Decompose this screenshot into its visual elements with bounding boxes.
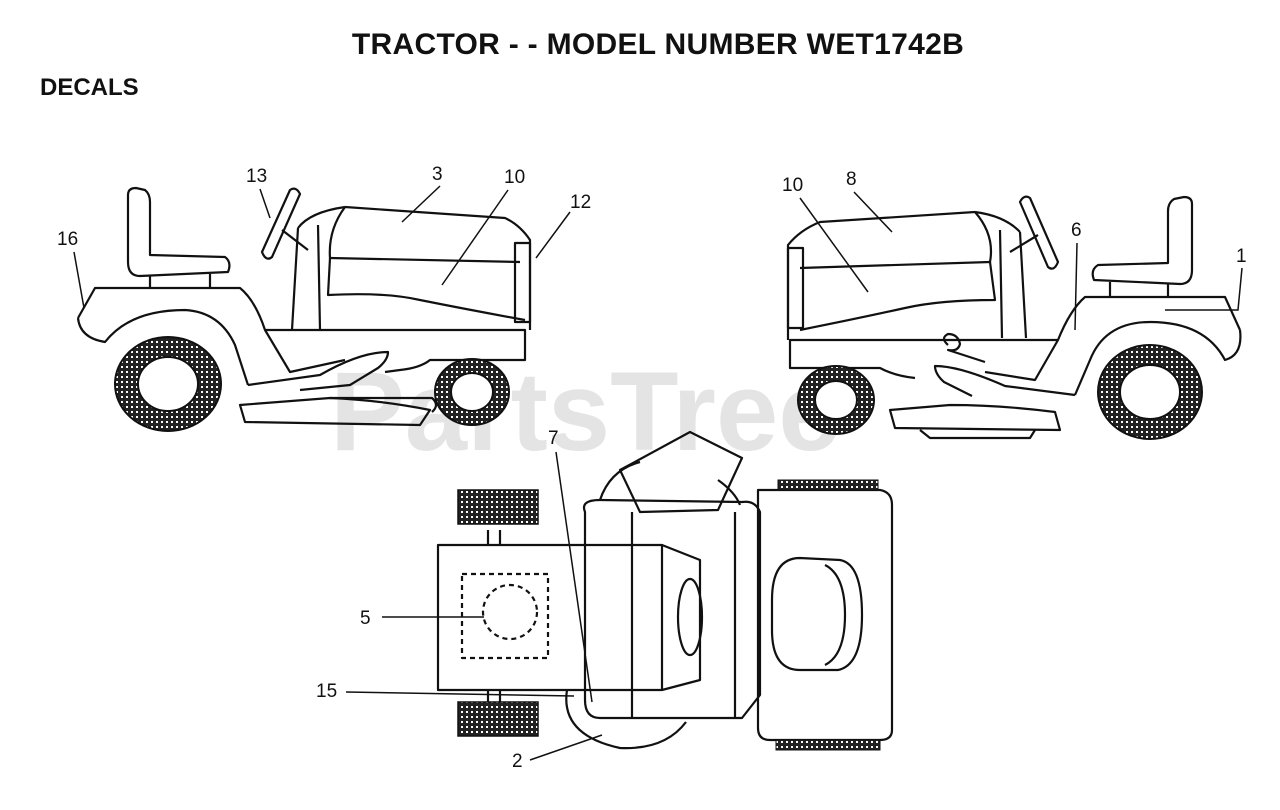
grille	[513, 241, 532, 324]
mower-deck	[888, 403, 1062, 432]
callout-1-right: 1	[1236, 246, 1247, 267]
steering-wheel	[1018, 195, 1060, 270]
dash-panel	[974, 210, 1028, 339]
callout-8-right: 8	[846, 169, 857, 190]
callout-13-left: 13	[246, 166, 267, 187]
callouts-left-view: 16 13 3 10 12	[57, 164, 591, 309]
callout-3-left: 3	[432, 164, 443, 185]
callouts-right-view: 10 8 6 1	[782, 169, 1247, 331]
watermark-text: PartsTree	[330, 349, 841, 474]
rear-body	[582, 498, 762, 720]
callouts-top-view: 7 5 15 2	[316, 428, 603, 772]
dash-top	[618, 430, 744, 514]
tractor-top-wheels	[457, 479, 881, 751]
tractor-top-view	[436, 430, 894, 750]
frame	[933, 364, 1076, 397]
callout-15-top: 15	[316, 681, 337, 702]
dash-panel	[290, 205, 346, 331]
steering-wheel	[260, 187, 302, 260]
callout-10-right: 10	[782, 175, 803, 196]
callout-5-top: 5	[360, 608, 371, 629]
rear-fender	[984, 295, 1242, 382]
callout-7-top: 7	[548, 428, 559, 449]
rear-fender	[77, 286, 346, 374]
tractor-left-wheels	[114, 336, 510, 432]
callout-12-left: 12	[570, 192, 591, 213]
callout-10-left: 10	[504, 167, 525, 188]
frame	[247, 350, 390, 392]
front-bumper	[565, 689, 687, 750]
tractor-right-wheels	[797, 344, 1203, 440]
callout-2-top: 2	[512, 751, 523, 772]
seat-top	[756, 488, 894, 742]
seat	[126, 186, 231, 278]
hood	[786, 210, 976, 340]
hood	[344, 205, 532, 330]
callout-16-left: 16	[57, 229, 78, 250]
grille	[786, 246, 805, 330]
tractor-right-side-view	[786, 195, 1242, 440]
tractor-left-side-view	[76, 186, 532, 427]
section-title: DECALS	[40, 74, 139, 101]
page-title: TRACTOR - - MODEL NUMBER WET1742B	[351, 28, 965, 61]
callout-6-right: 6	[1071, 220, 1082, 241]
decal-outline	[460, 572, 550, 660]
seat	[1091, 195, 1194, 286]
lift-lever	[942, 332, 986, 364]
